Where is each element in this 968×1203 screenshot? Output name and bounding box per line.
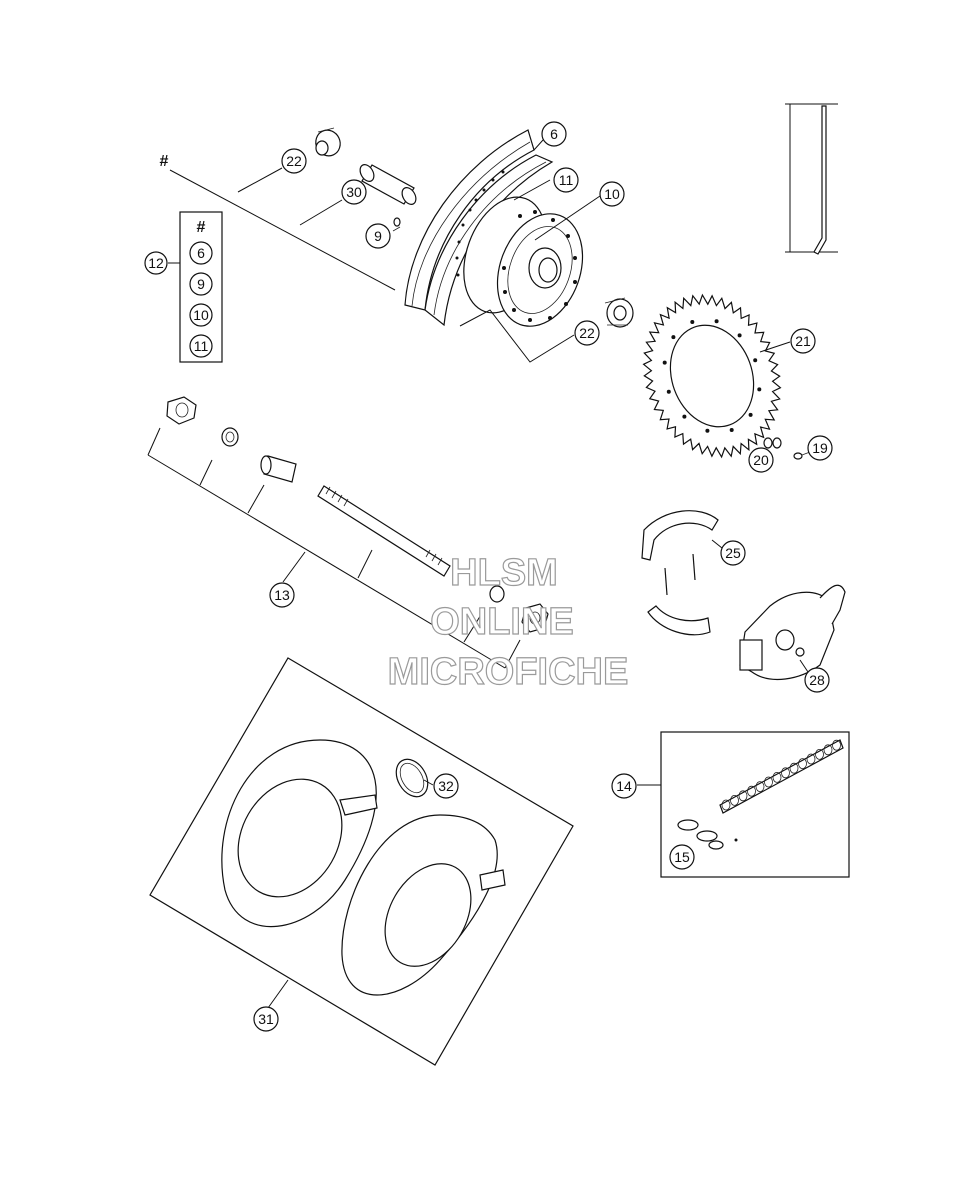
chain: [719, 739, 844, 814]
legend-item-11[interactable]: 11: [189, 334, 213, 358]
watermark: HLSM ONLINE MICROFICHE: [387, 551, 629, 693]
callout-28[interactable]: 28: [804, 667, 830, 693]
callout-label: 28: [809, 672, 825, 688]
gasket-left: [221, 739, 378, 928]
callout-label: 20: [753, 452, 769, 468]
callout-label: 22: [286, 153, 302, 169]
callout-label: 14: [616, 778, 632, 794]
chain-box: [637, 731, 850, 878]
callout-19[interactable]: 19: [807, 435, 833, 461]
watermark-line-3: MICROFICHE: [388, 651, 629, 693]
gasket-box: [149, 657, 574, 1066]
snap-ring: [395, 758, 429, 798]
callout-14[interactable]: 14: [611, 773, 637, 799]
callout-label: 10: [604, 186, 620, 202]
callout-10[interactable]: 10: [599, 181, 625, 207]
bearing-top: [315, 127, 341, 157]
callout-label: 11: [559, 172, 574, 188]
callout-11[interactable]: 11: [553, 167, 579, 193]
callout-20[interactable]: 20: [748, 447, 774, 473]
callout-22b[interactable]: 22: [574, 320, 600, 346]
callout-30[interactable]: 30: [341, 179, 367, 205]
bolt-19: [793, 451, 811, 460]
brake-plate: [739, 584, 846, 680]
callout-12[interactable]: 12: [144, 251, 168, 275]
callout-22a[interactable]: 22: [281, 148, 307, 174]
legend-item-6[interactable]: 6: [189, 241, 213, 265]
callout-21[interactable]: 21: [790, 328, 816, 354]
callout-label: 31: [258, 1011, 274, 1027]
sprocket: [642, 293, 782, 459]
spoke-detail: [785, 103, 838, 255]
svg-text:12: 12: [148, 255, 164, 271]
watermark-line-2: ONLINE: [430, 601, 574, 643]
callout-label: 30: [346, 184, 362, 200]
svg-text:10: 10: [193, 307, 209, 323]
legend-box: # 6 9 10 11: [168, 211, 223, 363]
axle-centerline: [169, 169, 396, 291]
axle-hash: #: [160, 153, 169, 170]
washer-20: [763, 437, 782, 449]
callout-15[interactable]: 15: [669, 844, 695, 870]
callout-label: 9: [374, 228, 382, 244]
gasket-right: [341, 814, 506, 996]
legend-item-10[interactable]: 10: [189, 303, 213, 327]
callout-9[interactable]: 9: [365, 223, 391, 249]
watermark-line-1: HLSM: [450, 552, 558, 594]
svg-text:6: 6: [197, 245, 205, 261]
legend-hash: #: [197, 219, 206, 236]
callout-label: 19: [812, 440, 828, 456]
rim-segment: [404, 129, 554, 327]
callout-label: 15: [674, 849, 690, 865]
svg-text:9: 9: [197, 276, 205, 292]
callout-label: 6: [550, 126, 558, 142]
callout-label: 21: [795, 333, 811, 349]
wheel-hub: [463, 196, 584, 327]
callout-label: 32: [438, 778, 454, 794]
legend-item-9[interactable]: 9: [189, 272, 213, 296]
callout-6[interactable]: 6: [541, 121, 567, 147]
master-link: [677, 819, 738, 850]
callout-label: 13: [274, 587, 290, 603]
callout-13[interactable]: 13: [269, 582, 295, 608]
callout-label: 25: [725, 545, 741, 561]
axle-assembly: [147, 396, 549, 669]
callout-25[interactable]: 25: [720, 540, 746, 566]
brake-shoes: [641, 510, 719, 636]
small-bolt-9: [392, 217, 401, 232]
spacer-tube: [359, 164, 417, 205]
callout-31[interactable]: 31: [253, 1006, 279, 1032]
svg-text:11: 11: [194, 338, 209, 354]
callout-32[interactable]: 32: [433, 773, 459, 799]
bearing-bottom: [604, 297, 634, 328]
callout-label: 22: [579, 325, 595, 341]
